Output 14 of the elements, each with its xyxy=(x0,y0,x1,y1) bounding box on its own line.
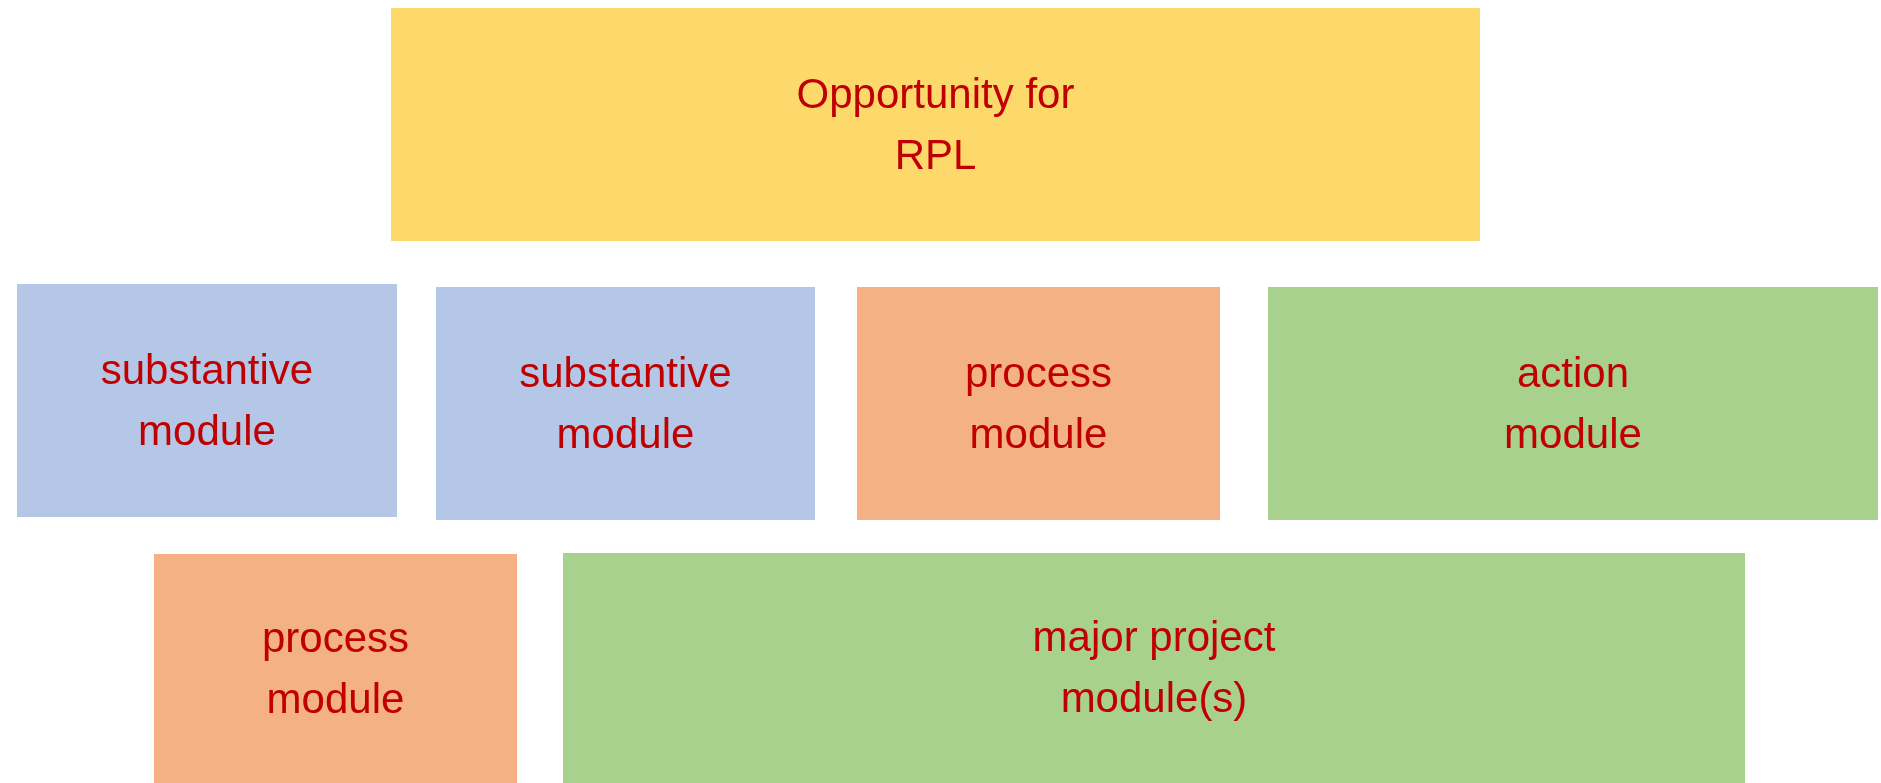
module-box xyxy=(391,8,1480,241)
module-box xyxy=(1268,287,1878,520)
module-box xyxy=(857,287,1220,520)
module-box xyxy=(17,284,397,517)
module-label: major project module(s) xyxy=(1031,612,1277,723)
module-box xyxy=(436,287,815,520)
module-label: action module xyxy=(1503,347,1643,459)
module-label: process module xyxy=(963,347,1114,459)
module-label: process module xyxy=(260,612,411,724)
heading-text: Opportunity for RPL xyxy=(795,68,1076,180)
module-box xyxy=(563,553,1745,783)
module-label: substantive module xyxy=(518,347,733,459)
module-label: substantive module xyxy=(99,344,315,456)
module-box xyxy=(154,554,517,783)
